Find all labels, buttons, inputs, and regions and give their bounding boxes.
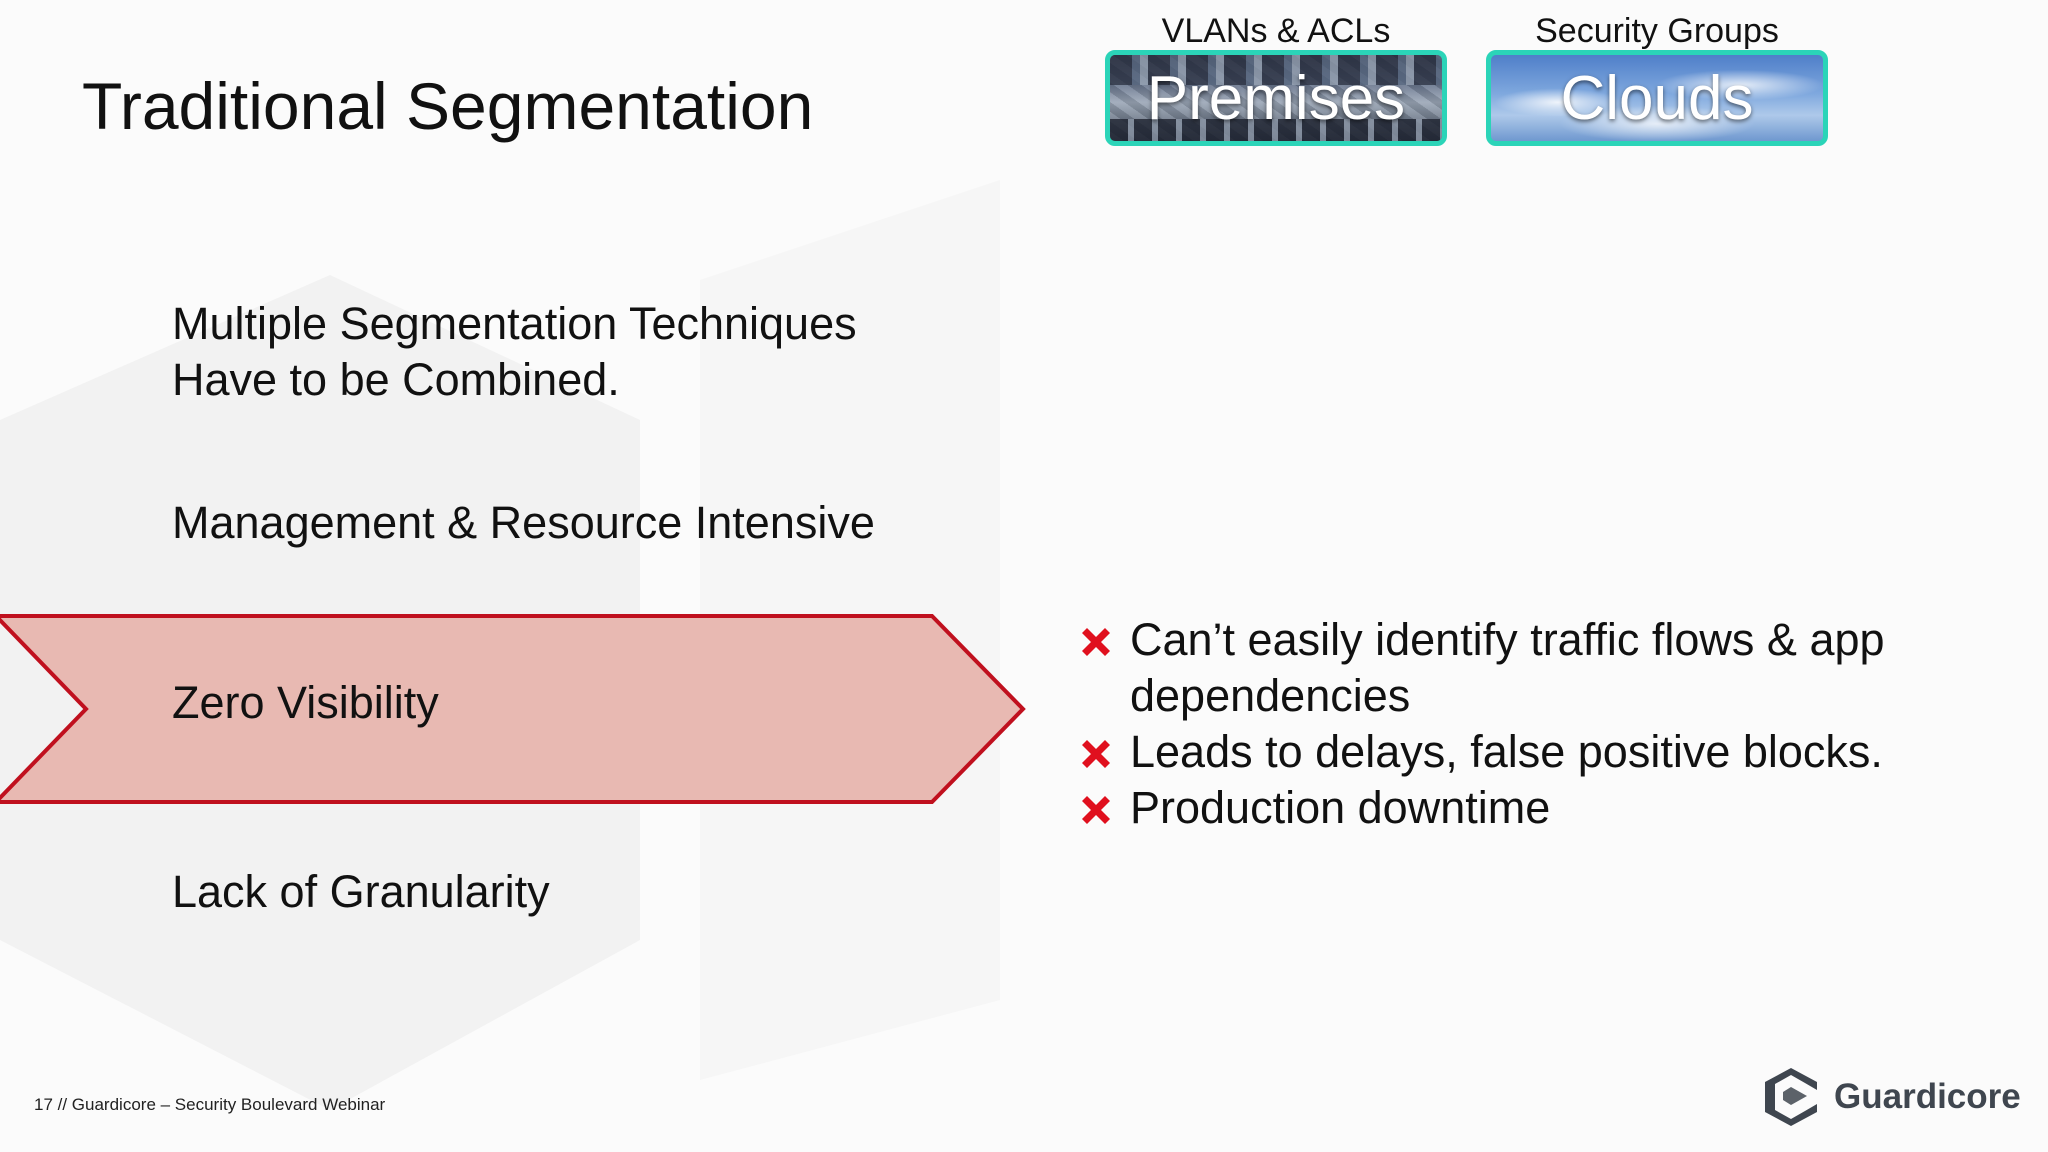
red-x-icon xyxy=(1082,796,1110,824)
brand-logo: Guardicore xyxy=(1762,1066,2021,1128)
visibility-detail-list: Can’t easily identify traffic flows & ap… xyxy=(1078,612,1885,836)
brand-name: Guardicore xyxy=(1834,1077,2021,1116)
red-x-icon xyxy=(1082,740,1110,768)
environment-caption: VLANs & ACLs xyxy=(1161,12,1391,50)
detail-text: Leads to delays, false positive blocks. xyxy=(1130,726,1883,777)
point-line: Have to be Combined. xyxy=(172,354,620,405)
environment-premises: VLANs & ACLs Premises xyxy=(1105,0,1447,146)
slide-footer: 17 // Guardicore – Security Boulevard We… xyxy=(34,1095,386,1114)
slide-title: Traditional Segmentation xyxy=(82,69,814,143)
detail-text: Can’t easily identify traffic flows & ap… xyxy=(1130,614,1885,721)
premises-tile: Premises xyxy=(1105,50,1447,146)
red-x-icon xyxy=(1082,628,1110,656)
point-management-intensive: Management & Resource Intensive xyxy=(172,497,875,548)
point-zero-visibility: Zero Visibility xyxy=(172,677,439,728)
guardicore-logo-icon xyxy=(1765,1068,1817,1126)
point-line: Multiple Segmentation Techniques xyxy=(172,298,857,349)
environment-clouds: Security Groups Clouds xyxy=(1486,0,1828,146)
detail-item: Can’t easily identify traffic flows & ap… xyxy=(1078,612,1885,724)
detail-item: Leads to delays, false positive blocks. xyxy=(1078,724,1885,780)
environment-caption: Security Groups xyxy=(1535,12,1779,50)
clouds-tile: Clouds xyxy=(1486,50,1828,146)
point-segmentation-techniques: Multiple Segmentation Techniques Have to… xyxy=(172,296,857,408)
detail-item: Production downtime xyxy=(1078,780,1885,836)
detail-text: Production downtime xyxy=(1130,782,1551,833)
environment-label: Premises xyxy=(1146,63,1406,133)
point-lack-of-granularity: Lack of Granularity xyxy=(172,866,550,917)
environment-label: Clouds xyxy=(1560,63,1754,133)
highlight-chevron xyxy=(0,614,1026,804)
